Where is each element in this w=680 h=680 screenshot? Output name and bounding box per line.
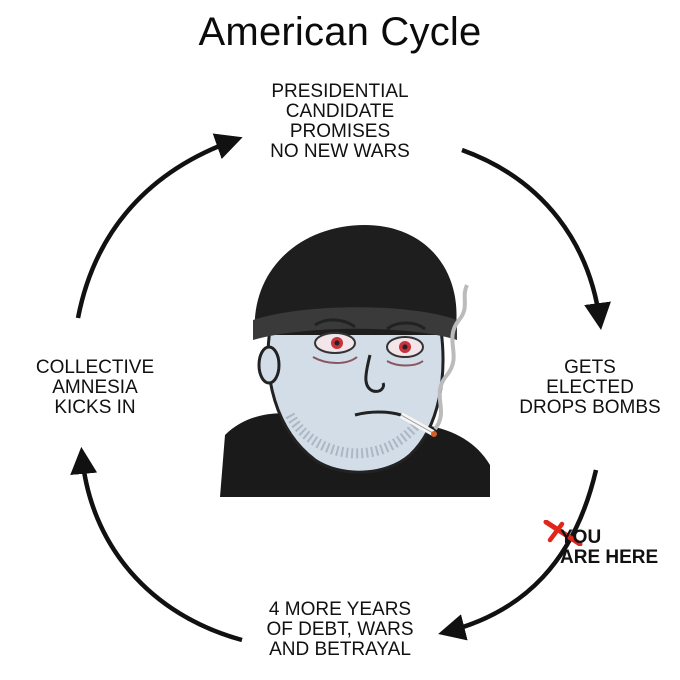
arrow-bottom-to-left	[70, 446, 243, 643]
diagram-title: American Cycle	[198, 10, 482, 54]
arrow-top-to-right	[461, 147, 611, 331]
arrow-left-to-top	[75, 133, 243, 319]
step-four-more-years: 4 MORE YEARS OF DEBT, WARS AND BETRAYAL	[266, 599, 414, 660]
step-gets-elected: GETS ELECTED DROPS BOMBS	[519, 357, 661, 418]
step-candidate-promises: PRESIDENTIAL CANDIDATE PROMISES NO NEW W…	[270, 81, 410, 162]
arrow-right-to-bottom	[438, 469, 599, 641]
step-collective-amnesia: COLLECTIVE AMNESIA KICKS IN	[35, 357, 155, 418]
sad-wojak-illustration	[220, 225, 490, 497]
you-are-here-x-icon	[543, 520, 583, 546]
you-are-here-label: YOU ARE HERE	[560, 527, 659, 568]
